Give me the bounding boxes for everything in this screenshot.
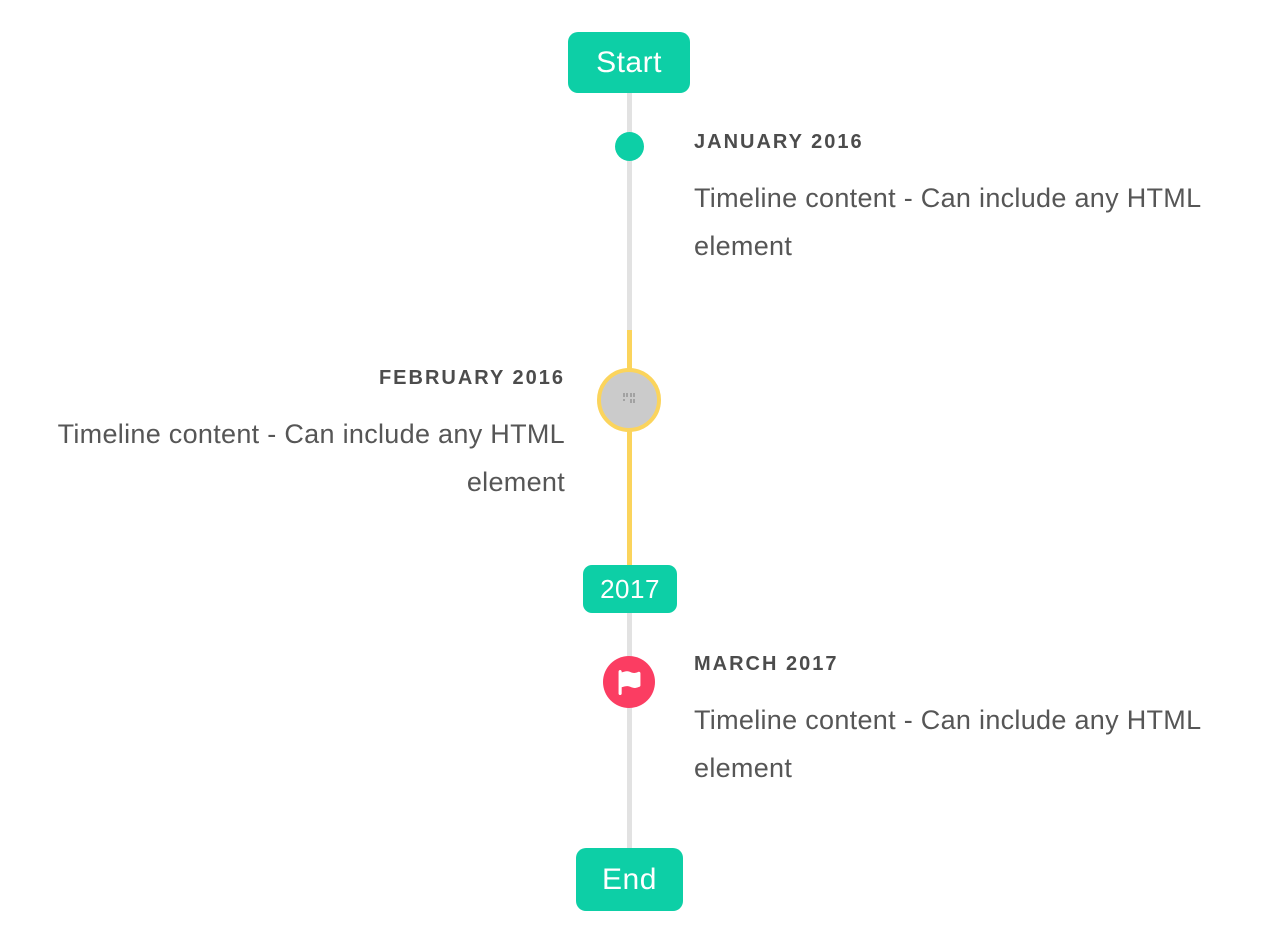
item-content: Timeline content - Can include any HTML … <box>694 183 1201 261</box>
item-title: JANUARY 2016 <box>694 131 864 153</box>
item-content: Timeline content - Can include any HTML … <box>57 419 565 497</box>
broken-image-icon <box>620 390 638 411</box>
timeline-line-highlight <box>627 330 632 565</box>
timeline-item-january-2016: JANUARY 2016 Timeline content - Can incl… <box>694 131 1268 270</box>
timeline-end-badge: End <box>576 848 683 911</box>
timeline-marker-dot <box>615 132 644 161</box>
timeline-item-march-2017: MARCH 2017 Timeline content - Can includ… <box>694 653 1268 792</box>
timeline-period-badge: 2017 <box>583 565 677 613</box>
timeline-item-february-2016: FEBRUARY 2016 Timeline content - Can inc… <box>0 367 565 506</box>
timeline-start-badge: Start <box>568 32 690 93</box>
item-title: MARCH 2017 <box>694 653 839 675</box>
timeline-marker-image <box>597 368 661 432</box>
item-content: Timeline content - Can include any HTML … <box>694 705 1201 783</box>
timeline-marker-flag <box>603 656 655 708</box>
flag-icon <box>617 669 642 695</box>
item-title: FEBRUARY 2016 <box>378 367 565 389</box>
